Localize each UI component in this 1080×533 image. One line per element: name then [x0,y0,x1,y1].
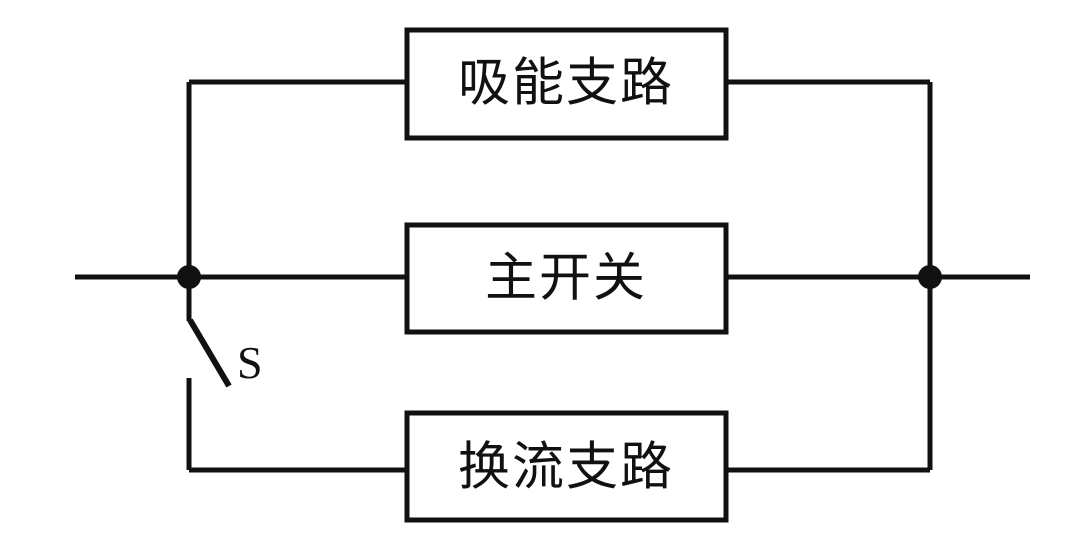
switch-blade[interactable] [187,318,232,388]
branch-label-main-switch: 主开关 [485,251,647,308]
branch-box-main-switch[interactable] [404,222,729,335]
branch-box-energy-absorption[interactable] [404,27,729,141]
branch-label-energy-absorption: 吸能支路 [458,56,674,113]
switch-label-s: S [237,337,263,388]
right-junction-dot [918,265,942,289]
branch-box-commutation[interactable] [404,410,729,523]
left-junction-dot [177,265,201,289]
branch-label-commutation: 换流支路 [458,440,674,497]
